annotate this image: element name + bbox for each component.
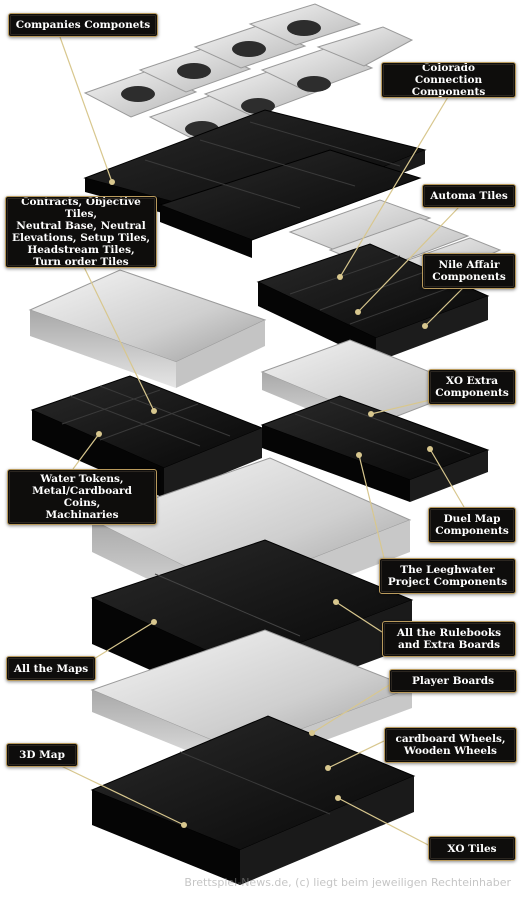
label-leeghwater: The Leeghwater Project Components xyxy=(379,558,516,594)
label-maps: All the Maps xyxy=(6,656,96,681)
label-wheels: cardboard Wheels, Wooden Wheels xyxy=(384,727,517,763)
label-rulebooks: All the Rulebooks and Extra Boards xyxy=(382,621,516,657)
company-token-icon xyxy=(297,76,331,92)
company-token-icon xyxy=(287,20,321,36)
company-token-icon xyxy=(232,41,266,57)
label-water: Water Tokens, Metal/Cardboard Coins, Mac… xyxy=(7,469,157,525)
bottom-tray xyxy=(90,715,416,885)
company-token-icon xyxy=(177,63,211,79)
company-token-icon xyxy=(121,86,155,102)
label-companies: Companies Componets xyxy=(8,13,158,37)
companies-trays xyxy=(83,109,427,258)
label-xo-extra: XO Extra Components xyxy=(428,369,516,405)
label-player-boards: Player Boards xyxy=(389,669,517,693)
label-colorado: Colorado Connection Components xyxy=(381,62,516,98)
label-automa: Automa Tiles xyxy=(422,184,516,208)
label-xo-tiles: XO Tiles xyxy=(428,836,516,861)
watermark: Brettspiel-News.de, (c) liegt beim jewei… xyxy=(184,876,511,889)
label-nile: Nile Affair Components xyxy=(422,253,516,289)
leader-lines xyxy=(56,36,465,849)
leader-dots xyxy=(96,179,433,828)
label-duel: Duel Map Components xyxy=(428,507,516,543)
companies-lids xyxy=(83,3,414,142)
label-3d-map: 3D Map xyxy=(6,743,78,767)
label-contracts: Contracts, Objective Tiles, Neutral Base… xyxy=(5,196,157,268)
duel-leeghwater-trays xyxy=(260,395,490,502)
contracts-lids xyxy=(28,269,267,388)
